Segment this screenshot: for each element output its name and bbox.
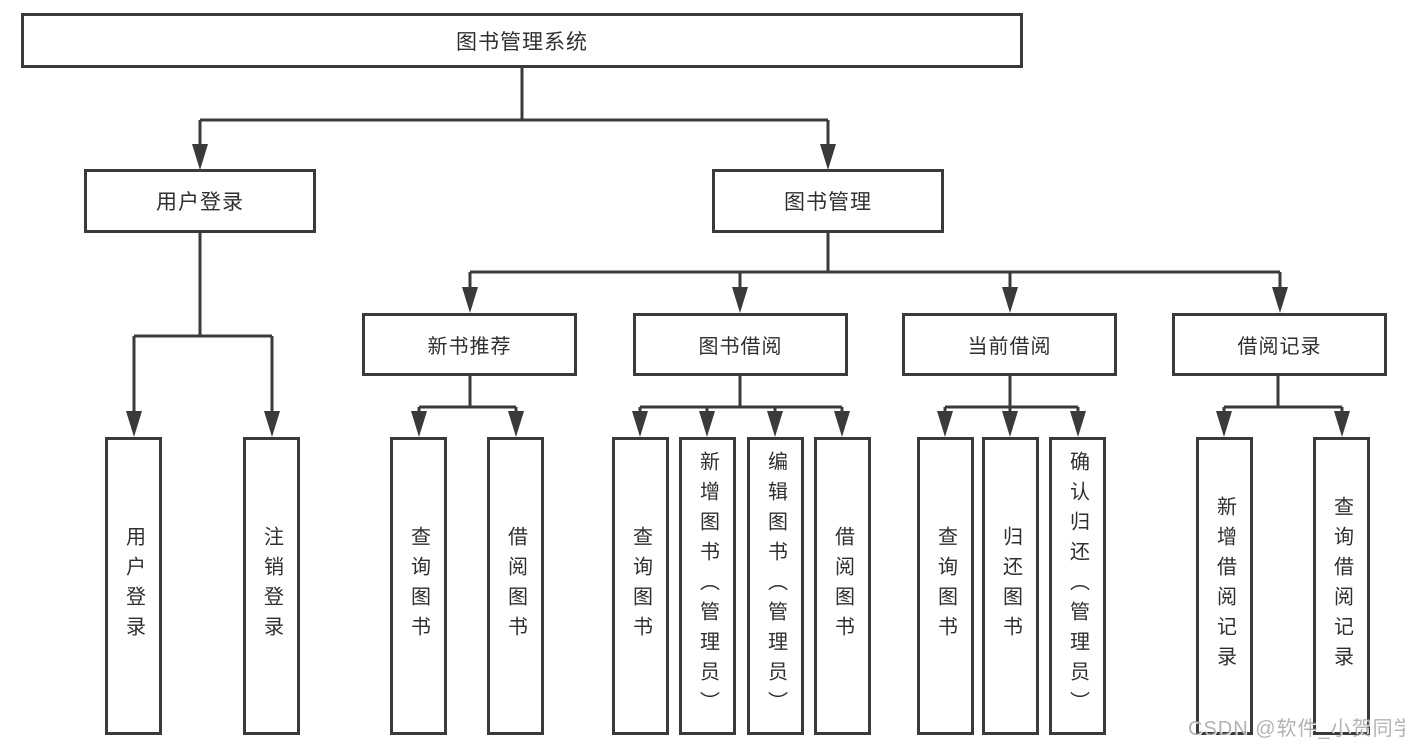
node-label: 图书管理系统 [456,30,588,54]
leaf-recommend-query-books: 查询图书 [390,437,447,735]
node-borrow-records: 借阅记录 [1172,313,1387,376]
node-label: 查询借阅记录 [1330,496,1353,676]
leaf-current-return-books: 归还图书 [982,437,1039,735]
leaf-borrowing-query-books: 查询图书 [612,437,669,735]
node-label: 归还图书 [999,526,1022,646]
leaf-borrowing-borrow-books: 借阅图书 [814,437,871,735]
leaf-records-query-record: 查询借阅记录 [1313,437,1370,735]
leaf-borrowing-add-books-admin: 新增图书（管理员） [679,437,736,735]
node-current-borrowing: 当前借阅 [902,313,1117,376]
arrowheads [126,144,1350,437]
node-label: 新增借阅记录 [1213,496,1236,676]
node-label: 编辑图书（管理员） [764,451,787,721]
node-label: 查询图书 [629,526,652,646]
node-label: 确认归还（管理员） [1066,451,1089,721]
node-label: 新书推荐 [427,336,512,358]
node-user-login: 用户登录 [84,169,316,233]
node-label: 用户登录 [122,526,145,646]
leaf-user-login: 用户登录 [105,437,162,735]
leaf-recommend-borrow-books: 借阅图书 [487,437,544,735]
node-label: 注销登录 [260,526,283,646]
node-label: 当前借阅 [967,336,1052,358]
node-label: 查询图书 [934,526,957,646]
node-label: 借阅图书 [831,526,854,646]
leaf-current-confirm-return-admin: 确认归还（管理员） [1049,437,1106,735]
node-label: 查询图书 [407,526,430,646]
node-label: 借阅图书 [504,526,527,646]
leaf-logout-login: 注销登录 [243,437,300,735]
node-label: 用户登录 [156,191,244,214]
node-label: 新增图书（管理员） [696,451,719,721]
leaf-records-add-record: 新增借阅记录 [1196,437,1253,735]
node-label: 图书借阅 [698,336,783,358]
node-library-system: 图书管理系统 [21,13,1023,68]
node-label: 图书管理 [784,191,872,214]
node-book-management: 图书管理 [712,169,944,233]
node-book-borrowing: 图书借阅 [633,313,848,376]
watermark: CSDN @软件_小贺同学 [1188,718,1405,740]
leaf-current-query-books: 查询图书 [917,437,974,735]
node-label: 借阅记录 [1237,336,1322,358]
node-new-book-recommend: 新书推荐 [362,313,577,376]
leaf-borrowing-edit-books-admin: 编辑图书（管理员） [747,437,804,735]
